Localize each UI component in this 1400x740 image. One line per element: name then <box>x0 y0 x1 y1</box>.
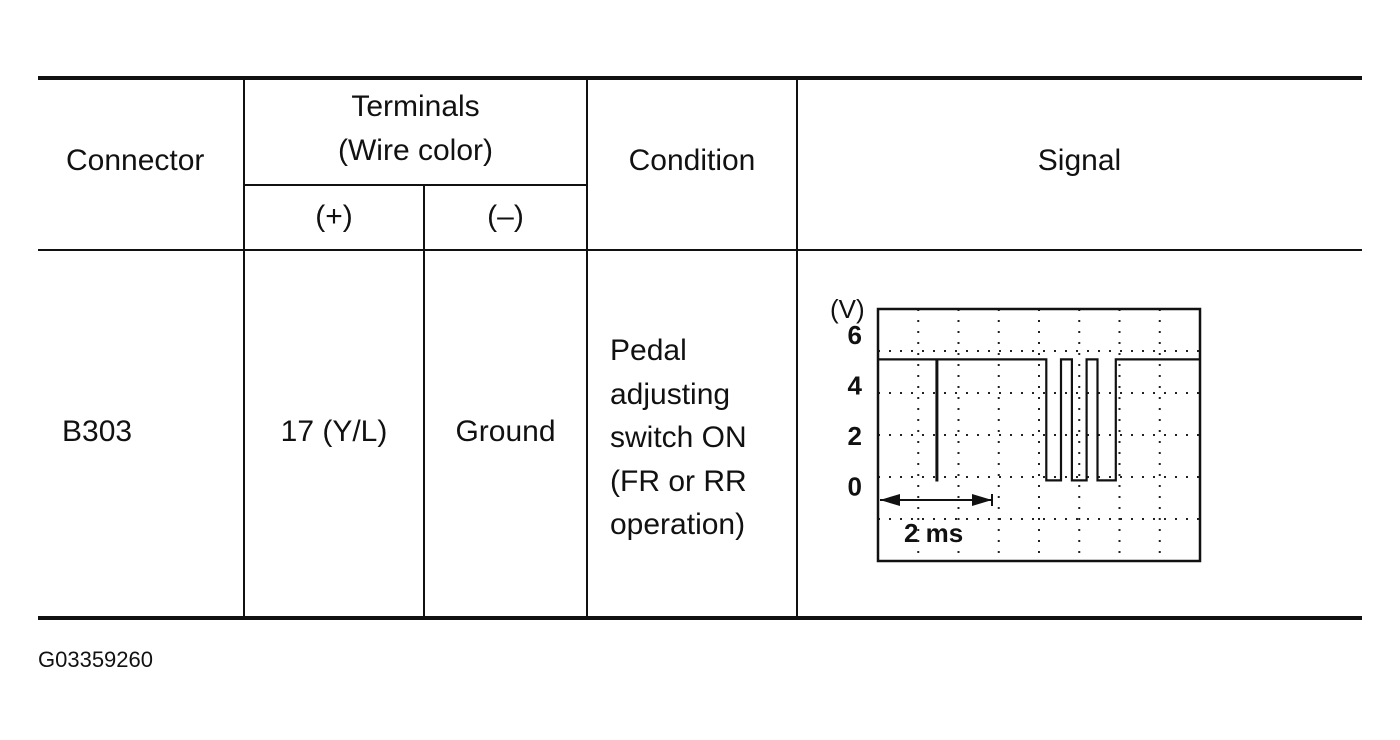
condition-line: adjusting <box>610 377 731 411</box>
y-tick-label: 0 <box>848 471 862 501</box>
time-scale-indicator <box>880 494 993 506</box>
condition-line: (FR or RR <box>610 464 747 498</box>
y-tick-label: 2 <box>848 421 862 451</box>
time-scale-label: 2 ms <box>904 518 963 548</box>
column-divider-4 <box>796 80 798 616</box>
header-bottom-rule <box>38 249 1362 251</box>
scale-arrow-right <box>972 494 992 506</box>
column-divider-2 <box>423 186 425 616</box>
cell-terminal-plus: 17 (Y/L) <box>280 415 388 448</box>
condition-line: operation) <box>610 508 746 541</box>
scale-arrow-left <box>880 494 900 506</box>
cell-connector: B303 <box>62 415 133 448</box>
y-tick-label: 4 <box>848 371 863 401</box>
header-connector: Connector <box>66 144 205 177</box>
header-minus: (–) <box>487 200 524 233</box>
terminals-sub-rule <box>244 184 587 186</box>
signal-waveform-chart: (V) 6 4 2 0 2 ms <box>830 294 1202 563</box>
header-signal: Signal <box>1037 144 1122 177</box>
cell-condition: Pedal adjusting switch ON (FR or RR oper… <box>610 329 747 547</box>
condition-line: Pedal <box>610 334 687 367</box>
y-axis-label: (V) <box>830 294 865 324</box>
table-top-rule <box>38 76 1362 80</box>
table-bottom-rule <box>38 616 1362 620</box>
scope-frame <box>876 307 1202 563</box>
header-plus: (+) <box>315 200 353 233</box>
waveform-series-line <box>878 358 1200 482</box>
y-tick-label: 6 <box>848 320 862 350</box>
column-divider-1 <box>243 80 245 616</box>
header-terminals: Terminals <box>351 90 480 123</box>
header-condition: Condition <box>628 144 756 177</box>
figure-id: G03359260 <box>38 647 153 672</box>
column-divider-3 <box>586 80 588 616</box>
cell-terminal-minus: Ground <box>455 415 556 448</box>
condition-line: switch ON <box>610 421 747 454</box>
header-wire-color: (Wire color) <box>338 134 493 167</box>
